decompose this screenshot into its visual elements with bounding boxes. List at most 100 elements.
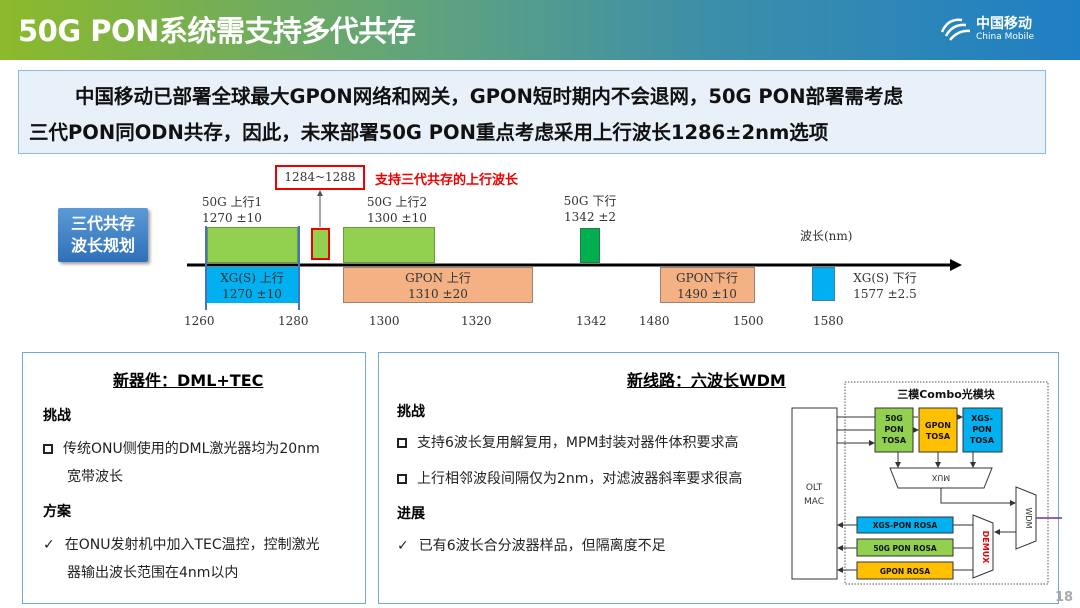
slide-header	[0, 0, 1080, 60]
band-label: GPON下行 1490 ±10	[657, 270, 757, 302]
band-value: 1300 ±10	[367, 211, 427, 225]
tosa-gpon	[918, 407, 958, 453]
band-1286-highlight	[311, 228, 330, 260]
solution-text-2: 器输出波长范围在4nm以内	[67, 565, 239, 581]
band-value: 1342 ±2	[563, 210, 617, 224]
tick-label: 1580	[813, 314, 844, 328]
band-name: GPON下行	[676, 271, 738, 285]
intro-line-2: 三代PON同ODN共存，因此，未来部署50G PON重点考虑采用上行波长1286…	[29, 121, 829, 144]
demux-block	[972, 514, 994, 579]
rosa-50g	[856, 538, 954, 557]
callout-range-box	[275, 165, 365, 190]
olt-mac-box	[791, 407, 838, 580]
module-outline	[844, 381, 1049, 585]
wavelength-axis	[187, 190, 962, 310]
tosa-xgs	[962, 407, 1003, 453]
tosa-label: 50G	[885, 414, 903, 423]
challenge-item: 上行相邻波段间隔仅为2nm，对滤波器斜率要求很高	[397, 465, 742, 493]
band-name: XG(S) 下行	[853, 271, 917, 285]
square-bullet-icon	[43, 444, 53, 454]
mac-label: MAC	[804, 497, 824, 507]
solution-label: 方案	[43, 504, 71, 520]
challenge-item: 支持6波长复用解复用，MPM封装对器件体积要求高	[397, 429, 739, 457]
challenge-text-2: 宽带波长	[67, 469, 123, 485]
logo-text-en: China Mobile	[976, 31, 1035, 42]
square-bullet-icon	[397, 438, 407, 448]
band-value: 1270 ±10	[202, 211, 262, 225]
challenge-text-1: 传统ONU侧使用的DML激光器均为20nm	[63, 441, 320, 457]
mux-label: MUX	[931, 473, 950, 482]
challenge-label: 挑战	[43, 408, 71, 424]
tick-label: 1320	[461, 314, 492, 328]
band-value: 1490 ±10	[677, 287, 737, 301]
logo-text-cn: 中国移动	[976, 15, 1032, 32]
band-name: XG(S) 上行	[220, 271, 284, 285]
tick-label: 1500	[733, 314, 764, 328]
checkmark-icon: ✓	[397, 538, 409, 554]
tick-label: 1280	[278, 314, 309, 328]
band-label: GPON 上行 1310 ±20	[388, 270, 488, 302]
tosa-label: TOSA	[882, 436, 907, 445]
tick-label: 1480	[639, 314, 670, 328]
left-panel: 新器件：DML+TEC 挑战 传统ONU侧使用的DML激光器均为20nm 宽带波…	[22, 352, 366, 604]
axis-label: 波长(nm)	[800, 229, 853, 243]
tosa-label: PON	[972, 425, 991, 434]
challenge-item: 传统ONU侧使用的DML激光器均为20nm 宽带波长	[43, 435, 363, 491]
demux-label: DEMUX	[981, 531, 990, 565]
callout-range: 1284~1288	[284, 170, 356, 184]
slide-title: 50G PON系统需支持多代共存	[18, 14, 416, 48]
progress-item: ✓已有6波长合分波器样品，但隔离度不足	[397, 532, 666, 560]
band-xgs-down	[812, 267, 835, 301]
band-name: 50G 上行2	[366, 195, 428, 209]
band-label: XG(S) 上行 1270 ±10	[202, 270, 302, 302]
band-value: 1577 ±2.5	[853, 287, 917, 301]
band-value: 1270 ±10	[222, 287, 282, 301]
band-gpon-up	[343, 267, 533, 303]
band-label: 50G 上行2 1300 ±10	[347, 194, 447, 226]
band-label: XG(S) 下行 1577 ±2.5	[840, 270, 930, 302]
tosa-label: PON	[884, 425, 903, 434]
tosa-50g	[874, 407, 914, 453]
module-title: 三模Combo光模块	[897, 387, 996, 401]
band-gpon-down	[660, 267, 755, 303]
band-50g-up1	[207, 227, 298, 263]
band-name: 50G 上行1	[201, 195, 263, 209]
challenge-label: 挑战	[397, 404, 425, 420]
challenge-text: 支持6波长复用解复用，MPM封装对器件体积要求高	[417, 435, 739, 451]
intro-box: 中国移动已部署全球最大GPON网络和网关，GPON短时期内不会退网，50G PO…	[18, 70, 1046, 154]
band-label: 50G 上行1 1270 ±10	[182, 194, 282, 226]
callout-text: 支持三代共存的上行波长	[375, 173, 519, 188]
band-label: 50G 下行 1342 ±2	[540, 193, 640, 225]
plan-label-line-1: 三代共存	[70, 214, 135, 233]
challenge-text: 上行相邻波段间隔仅为2nm，对滤波器斜率要求很高	[417, 471, 743, 487]
china-mobile-logo-icon	[940, 18, 971, 41]
right-panel-title: 新线路：六波长WDM	[627, 371, 786, 390]
intro-line-1: 中国移动已部署全球最大GPON网络和网关，GPON短时期内不会退网，50G PO…	[75, 85, 904, 108]
olt-label: OLT	[806, 483, 823, 493]
square-bullet-icon	[397, 474, 407, 484]
wdm-label: WDM	[1024, 508, 1033, 529]
rosa-label: XGS-PON ROSA	[873, 521, 938, 530]
left-panel-title: 新器件：DML+TEC	[113, 371, 264, 390]
rosa-xgs	[856, 516, 954, 534]
tosa-label: GPON	[925, 421, 951, 430]
solution-text-1: 在ONU发射机中加入TEC温控，控制激光	[64, 537, 320, 553]
tick-label: 1300	[369, 314, 400, 328]
tosa-label: XGS-	[971, 414, 993, 423]
tick-label: 1342	[576, 314, 607, 328]
band-value: 1310 ±20	[408, 287, 468, 301]
checkmark-icon: ✓	[43, 537, 55, 553]
plan-label-line-2: 波长规划	[70, 236, 135, 255]
band-50g-down	[580, 228, 600, 263]
band-name: GPON 上行	[405, 271, 471, 285]
band-name: 50G 下行	[563, 194, 617, 208]
callout-arrow-head	[317, 190, 323, 196]
band-50g-up2	[343, 227, 435, 263]
rosa-label: 50G PON ROSA	[873, 544, 937, 553]
wavelength-plan-label: 三代共存波长规划	[58, 208, 148, 262]
band-xgs-up	[207, 267, 298, 303]
axis-arrow	[950, 259, 962, 271]
page-number: 18	[1055, 590, 1074, 605]
